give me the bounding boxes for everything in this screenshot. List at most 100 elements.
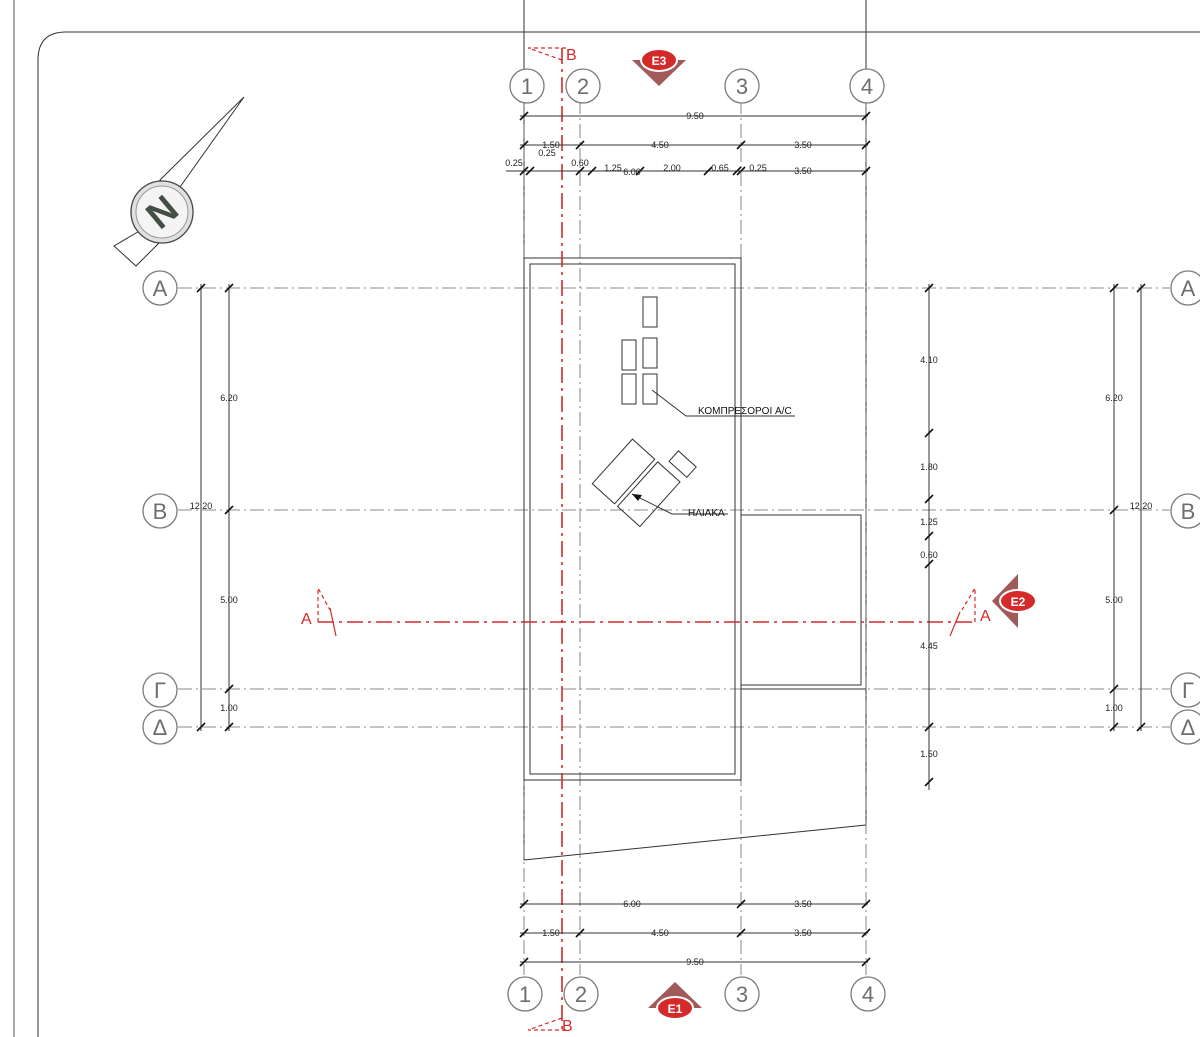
svg-text:Γ: Γ [154, 678, 166, 703]
svg-text:1: 1 [519, 982, 531, 1007]
grid-bubble-col-1-bottom: 1 [507, 976, 543, 1012]
svg-text:A: A [153, 276, 168, 301]
elevation-e2-label: E2 [1011, 595, 1026, 609]
annex-outline [740, 514, 862, 686]
dim-right-inner-r2: 1.80 [920, 462, 938, 472]
dim-ticks-bottom [519, 899, 871, 967]
dim-bottom-a2: 3.50 [794, 899, 812, 909]
solar-tank [668, 450, 697, 479]
dim-top-1: 1.50 [542, 140, 560, 150]
solar-label: ΗΛΙΑΚΑ [688, 508, 725, 519]
dim-right-bg: 5.00 [1105, 595, 1123, 605]
solar-panel [616, 461, 681, 528]
dim-top-s9: 3.50 [794, 166, 812, 176]
dim-top-s4: 1.25 [604, 163, 622, 173]
solar-panel [591, 438, 656, 505]
dim-top-s3: 0.60 [571, 158, 589, 168]
sheet-border [37, 31, 1200, 1037]
compressor-unit [642, 373, 658, 405]
section-a-marker-left [317, 587, 331, 622]
section-b-marker-top [527, 47, 567, 61]
svg-text:1: 1 [521, 74, 533, 99]
grid-bubble-col-3-bottom: 3 [724, 976, 760, 1012]
dim-right-inner-r1: 4.10 [920, 355, 938, 365]
grid-bubble-col-2-top: 2 [565, 68, 601, 104]
dim-right-inner-r4: 0.60 [920, 550, 938, 560]
svg-text:Δ: Δ [1181, 715, 1196, 740]
dim-top-s6: 2.00 [663, 163, 681, 173]
elevation-e3-label: E3 [652, 54, 667, 68]
svg-text:4: 4 [861, 74, 873, 99]
svg-text:3: 3 [736, 982, 748, 1007]
dim-ticks-right [1109, 283, 1146, 732]
grid-bubble-row-b-left: B [142, 493, 178, 529]
boundary-slanted-line [523, 824, 867, 861]
solar-leader [631, 493, 728, 515]
svg-text:3: 3 [736, 74, 748, 99]
svg-text:B: B [1181, 499, 1196, 524]
dim-left-total: 12.20 [190, 501, 213, 511]
grid-bubble-row-a-left: A [142, 270, 178, 306]
section-a-marker-right [961, 585, 976, 622]
compressor-unit [642, 296, 658, 328]
dim-top-s2: 0.25 [538, 148, 556, 158]
section-a-tick-left [329, 607, 337, 637]
dim-right-inner-r5: 4.45 [920, 641, 938, 651]
dim-bottom-b3: 3.50 [794, 928, 812, 938]
svg-text:4: 4 [862, 982, 874, 1007]
dim-ticks-right-inner [924, 283, 934, 787]
svg-text:A: A [1181, 276, 1196, 301]
dim-bottom-a1: 6.00 [623, 899, 641, 909]
svg-text:2: 2 [577, 74, 589, 99]
dim-top-s5: 6.00 [623, 167, 641, 177]
compressors-label: ΚΟΜΠΡΕΣΟΡΟΙ A/C [698, 406, 792, 417]
elevation-e2-marker: E2 [992, 574, 1037, 628]
grid-bubble-row-g-left: Γ [142, 672, 178, 708]
grid-bubble-col-4-bottom: 4 [850, 976, 886, 1012]
grid-bubble-col-1-top: 1 [509, 68, 545, 104]
grid-bubble-row-b-right: B [1170, 493, 1200, 529]
dim-right-ab: 6.20 [1105, 393, 1123, 403]
grid-bubble-row-a-right: A [1170, 270, 1200, 306]
grid-bubble-col-2-bottom: 2 [563, 976, 599, 1012]
compressor-unit [642, 337, 658, 369]
svg-text:B: B [153, 499, 168, 524]
dim-top-3: 3.50 [794, 140, 812, 150]
dim-left-gd: 1.00 [220, 703, 238, 713]
north-arrow: N [113, 96, 245, 267]
dim-bottom-b2: 4.50 [651, 928, 669, 938]
compressors-leader [651, 389, 795, 417]
solar-leader-arrow [632, 494, 642, 501]
svg-text:Γ: Γ [1182, 678, 1194, 703]
dim-top-s8: 0.25 [749, 163, 767, 173]
section-b-label-bottom: B [562, 1018, 573, 1035]
dim-right-gd: 1.00 [1105, 703, 1123, 713]
section-b-marker-bottom [527, 1017, 567, 1031]
grid-bubble-col-4-top: 4 [849, 68, 885, 104]
section-a-label-left: A [301, 611, 312, 628]
dim-top-2: 4.50 [651, 140, 669, 150]
dim-top-s1: 0.25 [505, 158, 523, 168]
section-a-tick-right [949, 611, 961, 637]
dim-right-inner-r6: 1.50 [920, 749, 938, 759]
dim-right-inner-r3: 1.25 [920, 517, 938, 527]
grid-bubble-row-d-left: Δ [142, 709, 178, 745]
dim-bottom-b1: 1.50 [542, 928, 560, 938]
roof-outline [523, 257, 742, 781]
elevation-e3-marker: E3 [632, 48, 686, 86]
compressor-unit [621, 373, 637, 405]
svg-text:2: 2 [575, 982, 587, 1007]
dim-right-total: 12.20 [1130, 501, 1153, 511]
dim-bottom-overall: 9.50 [686, 957, 704, 967]
dim-left-bg: 5.00 [220, 595, 238, 605]
grid-bubble-row-g-right: Γ [1170, 672, 1200, 708]
elevation-e1-label: E1 [668, 1002, 683, 1016]
section-b-label-top: B [566, 47, 577, 64]
elevation-e1-marker: E1 [648, 982, 702, 1020]
dim-left-ab: 6.20 [220, 393, 238, 403]
svg-text:Δ: Δ [153, 715, 168, 740]
dim-ticks-top [519, 111, 871, 176]
section-a-label-right: A [980, 608, 991, 625]
dim-top-s7: 0.65 [711, 163, 729, 173]
